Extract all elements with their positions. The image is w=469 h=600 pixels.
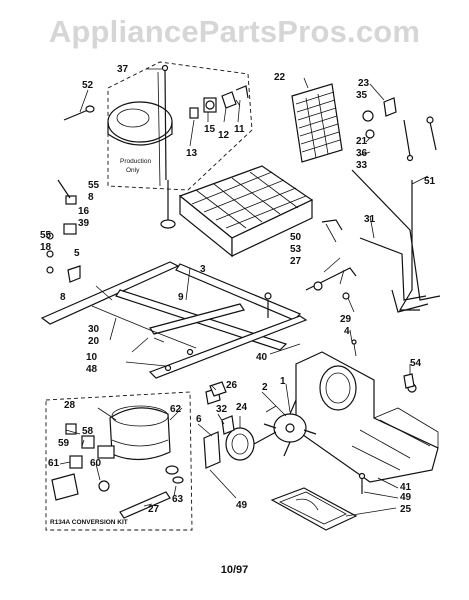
grommet-39 [160,64,176,229]
callout-22: 22 [274,72,286,83]
callout-18: 18 [40,242,52,253]
production-only-label-2: Only [126,167,140,174]
callout-58: 58 [82,426,94,437]
callout-8-top: 8 [88,192,94,203]
fittings-23-36 [362,97,437,162]
left-small-parts [46,179,81,283]
callout-50: 50 [290,232,302,243]
callout-9: 9 [178,292,184,303]
callout-12: 12 [218,130,230,141]
watermark: AppliancePartsPros.com [48,14,421,49]
callout-35: 35 [356,90,368,101]
fan-shroud-housing [295,339,439,483]
callout-36: 36 [356,148,368,159]
revision-date: 10/97 [220,564,249,576]
callout-1: 1 [280,376,286,387]
callout-numbers: 52 37 22 23 35 11 12 15 13 21 36 33 55 8… [40,64,436,515]
callout-31: 31 [364,214,376,225]
callout-21: 21 [356,136,368,147]
callout-26: 26 [226,380,238,391]
callout-23: 23 [358,78,370,89]
callout-40: 40 [256,352,268,363]
callout-11: 11 [234,124,245,135]
callout-41: 41 [400,482,412,493]
callout-16: 16 [78,206,90,217]
callout-10: 10 [86,352,98,363]
conversion-kit-label: R134A CONVERSION KIT [50,519,128,526]
callout-27-bottom: 27 [148,504,160,515]
callout-5: 5 [74,248,80,259]
callout-53: 53 [290,244,302,255]
callout-33: 33 [356,160,368,171]
callout-48: 48 [86,364,98,375]
callout-3: 3 [200,264,206,275]
part-52-capillary [63,105,95,121]
callout-8-bottom: 8 [60,292,66,303]
callout-13: 13 [186,148,198,159]
tubing-31-51 [351,169,441,313]
callout-27-top: 27 [290,256,302,267]
callout-32: 32 [216,404,228,415]
callout-54: 54 [410,358,422,369]
callout-28: 28 [64,400,76,411]
callout-30: 30 [88,324,100,335]
bracket-27-29 [305,219,357,300]
callout-60: 60 [90,458,102,469]
conversion-kit-group: R134A CONVERSION KIT [45,391,193,531]
callout-49-bottom: 49 [236,500,248,511]
callout-15: 15 [204,124,216,135]
leader-lines [59,68,429,517]
condenser-coil-22 [291,83,343,163]
drain-pan-25 [270,373,415,531]
callout-39: 39 [78,218,90,229]
production-only-group: Production Only [107,61,253,191]
callout-6: 6 [196,414,202,425]
callout-61: 61 [48,458,60,469]
callout-25: 25 [400,504,412,515]
small-parts-26-9 [209,381,277,413]
callout-20: 20 [88,336,100,347]
production-only-label-1: Production [120,158,151,165]
callout-51: 51 [424,176,436,187]
callout-49-right: 49 [400,492,412,503]
evaporator-coil-3 [178,165,314,258]
callout-63: 63 [172,494,184,505]
callout-29: 29 [340,314,352,325]
callout-55-top: 55 [88,180,100,191]
callout-24: 24 [236,402,248,413]
callout-59: 59 [58,438,70,449]
callout-52: 52 [82,80,94,91]
callout-62: 62 [170,404,182,415]
callout-2: 2 [262,382,268,393]
callout-55-mid: 55 [40,230,52,241]
callout-4: 4 [344,326,350,337]
base-frame [40,261,308,379]
callout-37: 37 [117,64,129,75]
condenser-fan-assembly [203,387,317,469]
